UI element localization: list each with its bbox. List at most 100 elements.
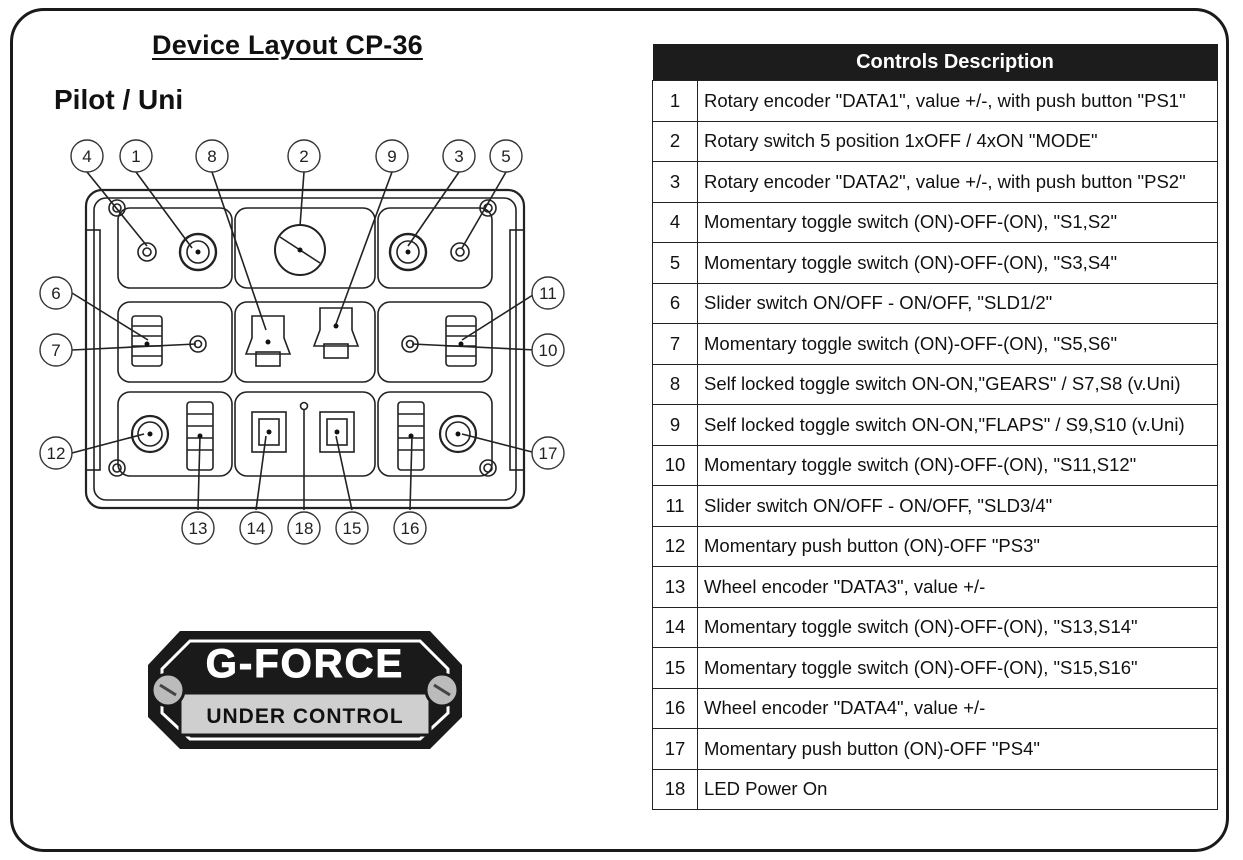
row-description: Momentary toggle switch (ON)-OFF-(ON), "… — [697, 242, 1218, 284]
row-number: 6 — [652, 282, 698, 324]
callout-bubble: 16 — [393, 511, 427, 545]
row-number: 13 — [652, 566, 698, 608]
callout-number: 8 — [207, 147, 216, 166]
row-number: 11 — [652, 485, 698, 527]
callout-bubble: 17 — [531, 436, 565, 470]
row-number: 7 — [652, 323, 698, 365]
callout-number: 2 — [299, 147, 308, 166]
row-description: Rotary encoder "DATA2", value +/-, with … — [697, 161, 1218, 203]
callout-bubble: 13 — [181, 511, 215, 545]
callout-bubble: 7 — [39, 333, 73, 367]
row-description: Self locked toggle switch ON-ON,"GEARS" … — [697, 363, 1218, 405]
callout-number: 11 — [539, 284, 557, 303]
callout-number: 1 — [131, 147, 140, 166]
row-description: Wheel encoder "DATA4", value +/- — [697, 687, 1218, 729]
row-number: 8 — [652, 363, 698, 405]
callout-number: 5 — [501, 147, 510, 166]
callout-number: 3 — [454, 147, 463, 166]
callout-number: 4 — [82, 147, 91, 166]
callout-bubble: 14 — [239, 511, 273, 545]
row-description: Rotary encoder "DATA1", value +/-, with … — [697, 80, 1218, 122]
row-number: 1 — [652, 80, 698, 122]
callout-bubble: 5 — [489, 139, 523, 173]
logo-line1: G-FORCE — [206, 642, 404, 686]
page-frame — [10, 8, 1229, 852]
row-description: Self locked toggle switch ON-ON,"FLAPS" … — [697, 404, 1218, 446]
row-number: 18 — [652, 768, 698, 810]
row-description: Momentary push button (ON)-OFF "PS4" — [697, 728, 1218, 770]
callout-bubble: 10 — [531, 333, 565, 367]
callout-bubble: 12 — [39, 436, 73, 470]
row-number: 3 — [652, 161, 698, 203]
row-number: 2 — [652, 120, 698, 162]
callout-bubble: 11 — [531, 276, 565, 310]
callout-bubble: 4 — [70, 139, 104, 173]
callout-number: 18 — [295, 519, 314, 538]
row-number: 15 — [652, 647, 698, 689]
callout-bubble: 18 — [287, 511, 321, 545]
callout-number: 14 — [247, 519, 266, 538]
callout-number: 17 — [539, 444, 558, 463]
callout-bubble: 8 — [195, 139, 229, 173]
row-number: 16 — [652, 687, 698, 729]
row-description: Momentary toggle switch (ON)-OFF-(ON), "… — [697, 444, 1218, 486]
logo-screw-icon — [150, 672, 460, 708]
g-force-logo: G-FORCE UNDER CONTROL — [148, 631, 462, 749]
page-subtitle: Pilot / Uni — [54, 84, 184, 115]
callout-number: 16 — [401, 519, 420, 538]
row-description: Momentary toggle switch (ON)-OFF-(ON), "… — [697, 201, 1218, 243]
callout-bubble: 15 — [335, 511, 369, 545]
row-number: 17 — [652, 728, 698, 770]
callout-number: 9 — [387, 147, 396, 166]
callout-number: 7 — [51, 341, 60, 360]
callout-bubble: 6 — [39, 276, 73, 310]
callout-number: 15 — [343, 519, 362, 538]
row-number: 12 — [652, 525, 698, 567]
row-description: Rotary switch 5 position 1xOFF / 4xON "M… — [697, 120, 1218, 162]
row-description: Momentary toggle switch (ON)-OFF-(ON), "… — [697, 323, 1218, 365]
callout-bubble: 3 — [442, 139, 476, 173]
row-description: Slider switch ON/OFF - ON/OFF, "SLD3/4" — [697, 485, 1218, 527]
row-number: 14 — [652, 606, 698, 648]
row-number: 4 — [652, 201, 698, 243]
row-description: Slider switch ON/OFF - ON/OFF, "SLD1/2" — [697, 282, 1218, 324]
row-description: Wheel encoder "DATA3", value +/- — [697, 566, 1218, 608]
row-number: 9 — [652, 404, 698, 446]
callout-number: 10 — [539, 341, 558, 360]
callout-number: 6 — [51, 284, 60, 303]
callout-number: 12 — [47, 444, 66, 463]
callout-bubble: 9 — [375, 139, 409, 173]
callout-bubble: 1 — [119, 139, 153, 173]
callout-number: 13 — [189, 519, 208, 538]
row-number: 10 — [652, 444, 698, 486]
callout-bubble: 2 — [287, 139, 321, 173]
row-description: Momentary push button (ON)-OFF "PS3" — [697, 525, 1218, 567]
page-title: Device Layout CP-36 — [152, 30, 423, 60]
row-description: Momentary toggle switch (ON)-OFF-(ON), "… — [697, 606, 1218, 648]
row-number: 5 — [652, 242, 698, 284]
row-description: LED Power On — [697, 768, 1218, 810]
logo-line2: UNDER CONTROL — [206, 705, 403, 728]
table-header: Controls Description — [652, 44, 1218, 81]
row-description: Momentary toggle switch (ON)-OFF-(ON), "… — [697, 647, 1218, 689]
